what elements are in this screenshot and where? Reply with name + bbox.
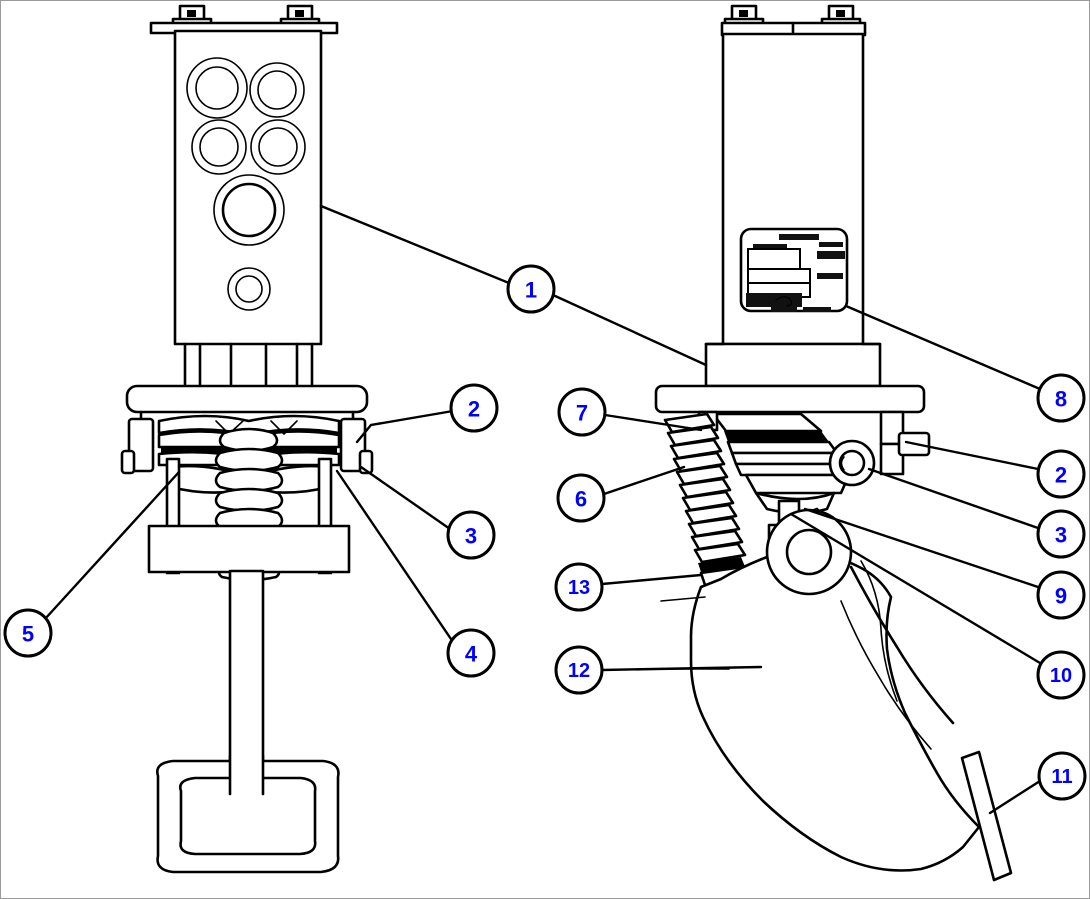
callout-6-label: 6 (575, 487, 587, 512)
leader-4 (335, 469, 455, 644)
leader-6 (602, 465, 686, 496)
callout-7[interactable]: 7 (557, 387, 607, 437)
leader-2R (904, 440, 1040, 471)
front-body-ribs (174, 342, 322, 388)
callout-5-label: 5 (22, 622, 34, 647)
callout-11[interactable]: 11 (1037, 751, 1087, 801)
callout-8-label: 8 (1055, 387, 1067, 412)
callout-13-label: 13 (568, 577, 590, 599)
front-view-assembly (120, 4, 374, 874)
callout-5[interactable]: 5 (3, 608, 53, 658)
callout-3-front-label: 3 (465, 524, 477, 549)
callout-10-label: 10 (1050, 665, 1072, 687)
front-lower-block (147, 524, 351, 574)
callout-3-side-label: 3 (1055, 523, 1067, 548)
side-body-lower (704, 342, 882, 388)
leader-9 (803, 507, 1040, 589)
callout-2-front-label: 2 (468, 397, 480, 422)
side-pedal-lever (656, 508, 981, 872)
leader-3R (867, 467, 1040, 530)
callout-7-label: 7 (576, 401, 588, 426)
callout-1-label: 1 (525, 278, 537, 303)
callout-2-side-label: 2 (1055, 463, 1067, 488)
callout-4[interactable]: 4 (446, 628, 496, 678)
side-top-studs (720, 4, 867, 37)
leader-12 (600, 665, 763, 672)
callout-bubbles: 1 2 3 4 5 6 (3, 264, 1087, 801)
side-view-assembly (654, 4, 1013, 882)
leader-10 (789, 512, 1042, 665)
front-pedal-pad (156, 754, 340, 874)
callout-8[interactable]: 8 (1036, 373, 1086, 423)
callout-6[interactable]: 6 (556, 473, 606, 523)
callout-2-front[interactable]: 2 (449, 383, 499, 433)
callout-1[interactable]: 1 (506, 264, 556, 314)
leader-8 (844, 304, 1042, 391)
leader-3L (359, 465, 452, 531)
callout-9[interactable]: 9 (1036, 570, 1086, 620)
callout-4-label: 4 (465, 642, 478, 667)
leader-7 (603, 413, 703, 432)
callout-11-label: 11 (1051, 766, 1072, 788)
side-roller (828, 439, 876, 487)
leader-13 (600, 573, 703, 586)
front-flange-lugs (120, 417, 374, 475)
leader-11 (988, 779, 1042, 815)
side-mount-flange (654, 384, 926, 414)
leader-5 (43, 470, 181, 621)
callout-12[interactable]: 12 (554, 645, 604, 695)
leader-2L (355, 409, 455, 444)
callout-13[interactable]: 13 (554, 562, 604, 612)
front-plunger-rod (228, 569, 265, 777)
callout-10[interactable]: 10 (1036, 650, 1086, 700)
callout-2-side[interactable]: 2 (1036, 449, 1086, 499)
valve-identification-nameplate (739, 227, 849, 313)
leader-lines (43, 204, 1042, 815)
front-valve-ports (186, 57, 306, 311)
front-top-studs (149, 4, 339, 35)
callout-3-side[interactable]: 3 (1036, 509, 1086, 559)
leader-1a (319, 204, 511, 285)
callout-12-label: 12 (568, 660, 590, 682)
side-heel-stop (960, 750, 1013, 882)
callout-9-label: 9 (1055, 584, 1067, 609)
callout-3-front[interactable]: 3 (446, 510, 496, 560)
leader-1b (551, 293, 708, 367)
